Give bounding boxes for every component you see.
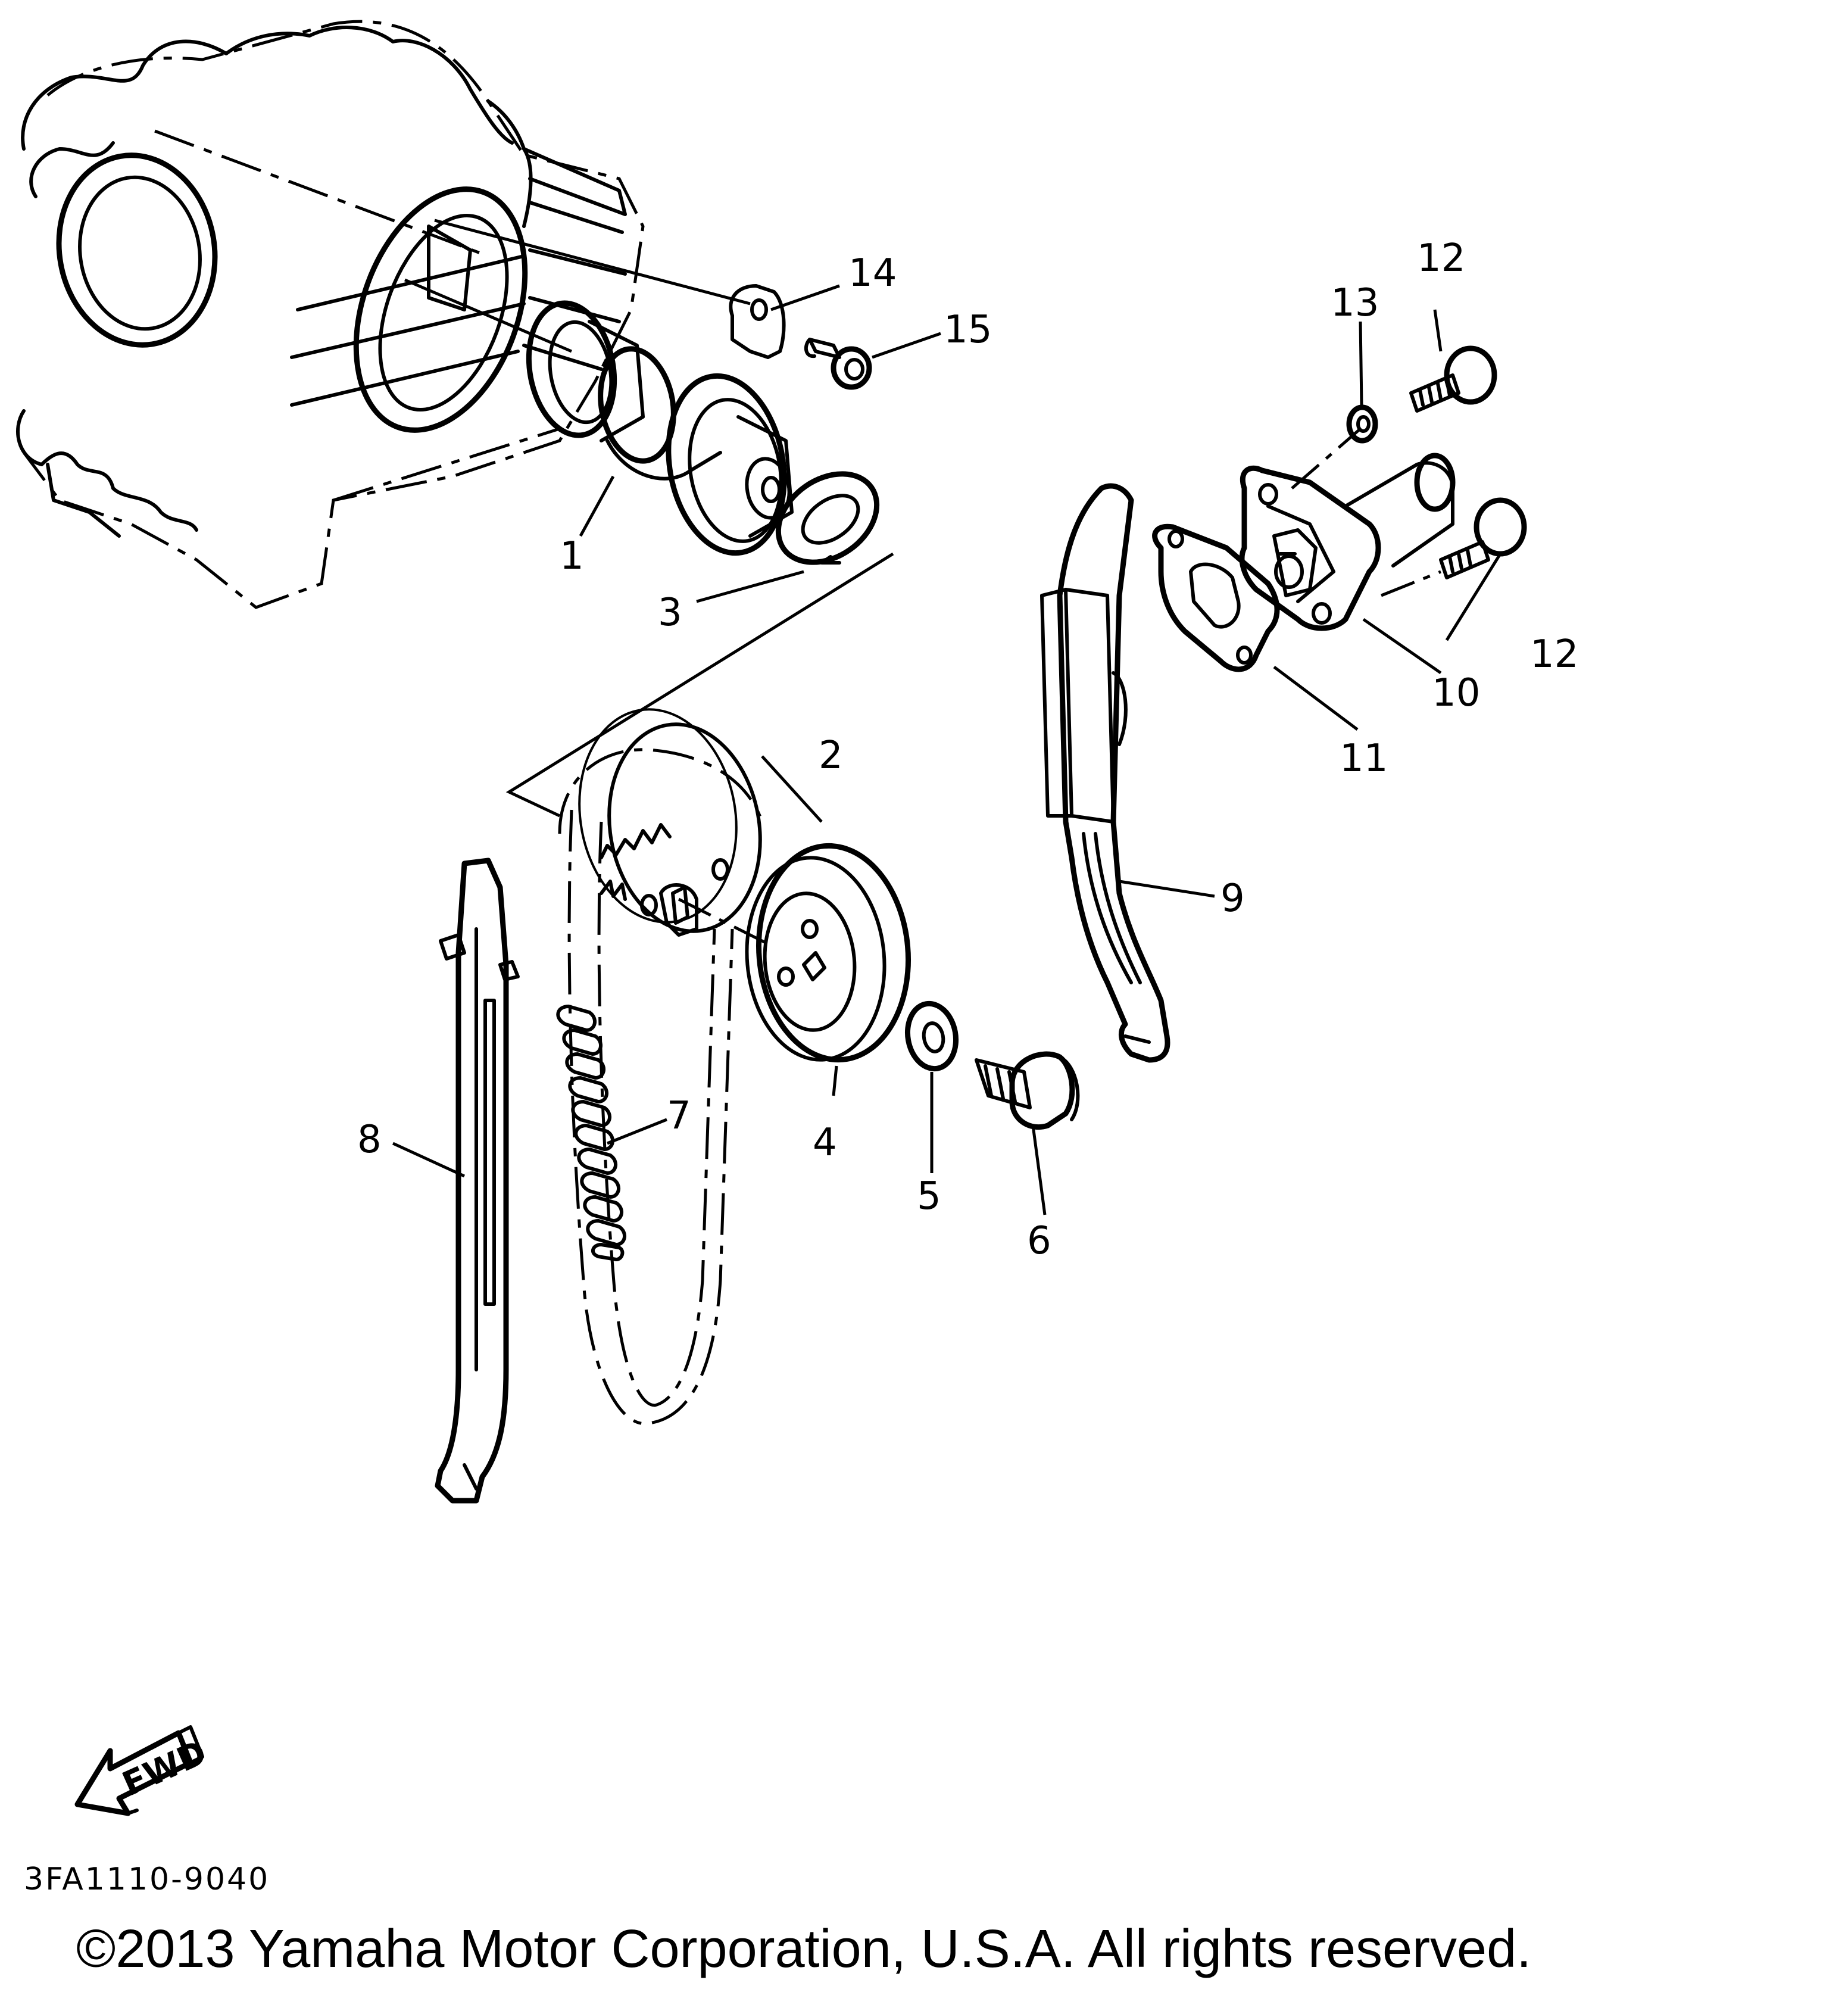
callout-7: 7 [667,1094,691,1138]
leader-10 [1362,618,1442,675]
cam-sprocket [578,708,762,937]
leader-15 [872,332,941,359]
washer-large [904,1000,959,1072]
callout-1: 1 [560,534,584,578]
circlip [775,471,880,565]
leader-9 [1119,880,1215,898]
copyright-notice: ©2013 Yamaha Motor Corporation, U.S.A. A… [76,1919,1532,1979]
leader-4 [832,1065,838,1096]
leader-11 [1273,666,1359,731]
tensioner-gasket [1152,523,1280,672]
callout-5: 5 [917,1174,941,1218]
cylinder-head-outline [16,20,751,609]
callout-13: 13 [1331,281,1379,325]
leader-13 [1359,321,1363,406]
timing-chain [556,748,764,1426]
callout-9: 9 [1220,877,1245,921]
callout-14: 14 [848,251,897,295]
callout-15: 15 [944,308,992,352]
tensioner-bolt-upper [1409,345,1497,413]
washer-small [1346,404,1378,444]
leader-2 [761,755,823,823]
callout-11: 11 [1340,737,1388,781]
callout-4: 4 [813,1121,837,1165]
callout-6: 6 [1027,1219,1051,1263]
callout-10: 10 [1432,671,1480,715]
leader-7 [607,1118,667,1145]
leader-8 [392,1142,466,1178]
callout-12-upper: 12 [1417,236,1465,280]
bolt-small [804,338,872,390]
leader-12a [1433,309,1443,352]
callout-12-lower: 12 [1530,632,1578,676]
cam-chain-tensioner [1239,453,1456,631]
diagram-code: 3FA1110-9040 [24,1862,270,1897]
callout-2: 2 [819,734,843,778]
leader-6 [1031,1125,1047,1215]
chain-guide-exhaust [1040,483,1170,1063]
leader-lines [392,284,1502,1215]
fwd-arrow: FWD [74,1725,213,1816]
camshaft [526,300,794,556]
sprocket-hub [745,843,911,1063]
callout-8: 8 [357,1118,382,1162]
fwd-label: FWD [117,1733,212,1804]
leader-12b [1445,553,1502,641]
callout-labels: 1 2 3 4 5 6 7 8 9 10 11 12 12 13 14 15 [357,236,1578,1263]
chain-guide-intake [435,858,520,1504]
leader-1 [579,475,615,537]
leader-14 [770,284,840,311]
sprocket-bolt [975,1051,1080,1130]
clamp-bracket [729,284,786,359]
callout-3: 3 [658,591,682,635]
leader-3 [696,570,804,603]
